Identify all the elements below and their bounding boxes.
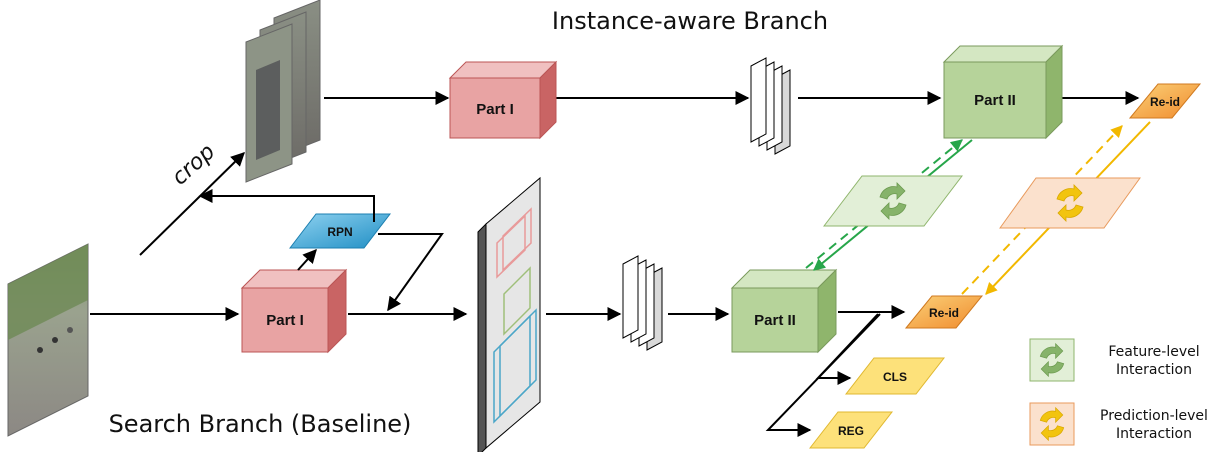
part2-top-block: Part II (942, 44, 1064, 140)
prediction-arrow-dashed-up (961, 125, 1123, 295)
feature-maps-top (750, 57, 791, 155)
part2-bottom-label: Part II (754, 312, 796, 329)
legend: Feature-level Interaction Prediction-lev… (1029, 338, 1208, 446)
legend-feature-swatch (1029, 338, 1075, 382)
reid-bottom-label: Re-id (929, 306, 959, 320)
input-scene-image (7, 243, 89, 437)
rpn-plane: RPN (288, 213, 392, 249)
part1-bottom-block: Part I (240, 268, 348, 354)
legend-prediction-line2: Interaction (1116, 426, 1192, 442)
reg-label: REG (838, 424, 864, 438)
reid-bottom-plane: Re-id (904, 295, 984, 329)
arrow-rpn-to-roi (378, 233, 444, 312)
crop-arrow (139, 152, 245, 256)
arrow-part1-to-rpn (297, 248, 317, 271)
feature-maps-bottom (622, 255, 663, 351)
part1-top-block: Part I (448, 60, 558, 140)
crop-label: crop (167, 139, 220, 190)
feature-interaction-plane (822, 175, 964, 227)
legend-feature-line1: Feature-level (1108, 344, 1199, 360)
cropped-person-images (245, 0, 321, 183)
cls-plane: CLS (844, 357, 946, 395)
feature-interaction-icon (879, 182, 907, 220)
part2-top-label: Part II (974, 92, 1016, 109)
reid-top-label: Re-id (1150, 95, 1180, 109)
part1-top-label: Part I (476, 101, 514, 118)
legend-prediction-level: Prediction-level Interaction (1029, 402, 1208, 446)
prediction-interaction-plane (999, 177, 1141, 229)
roi-feature-map (477, 176, 541, 452)
legend-feature-level: Feature-level Interaction (1029, 338, 1200, 382)
part1-bottom-label: Part I (266, 312, 304, 329)
prediction-interaction-icon (1056, 184, 1084, 222)
legend-feature-icon (1039, 342, 1065, 378)
legend-prediction-swatch (1029, 402, 1075, 446)
legend-feature-line2: Interaction (1116, 362, 1192, 378)
cls-label: CLS (883, 370, 907, 384)
reg-plane: REG (808, 411, 894, 449)
legend-prediction-line1: Prediction-level (1100, 408, 1208, 424)
arrow-part2-to-reg (765, 313, 881, 437)
legend-prediction-icon (1039, 406, 1065, 442)
rpn-label: RPN (327, 225, 352, 239)
arrow-rpn-to-crop (198, 189, 375, 222)
search-branch-title: Search Branch (Baseline) (109, 410, 412, 438)
reid-top-plane: Re-id (1128, 83, 1202, 119)
instance-aware-branch-title: Instance-aware Branch (552, 7, 828, 35)
part2-bottom-block: Part II (730, 268, 838, 354)
feature-arrow-dashed-up (805, 139, 963, 269)
